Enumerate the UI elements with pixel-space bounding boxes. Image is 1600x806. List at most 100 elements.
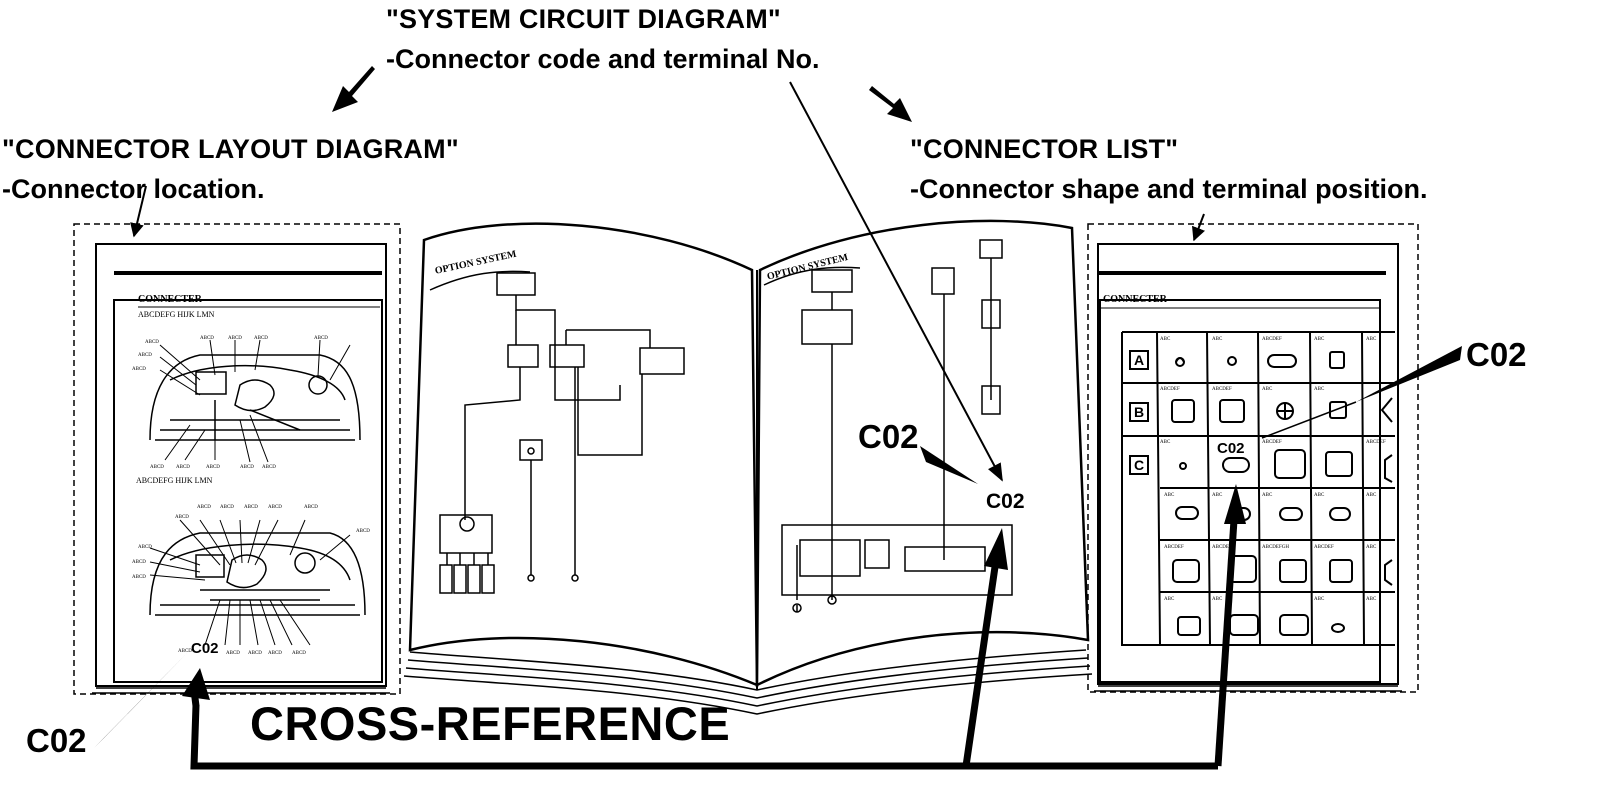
arrow-to-list <box>869 86 912 122</box>
cross-reference-arrow-circuit <box>962 559 1000 767</box>
svg-text:ABCD: ABCD <box>292 651 306 656</box>
layout-pointer-arrow <box>130 185 147 238</box>
circuit-pointer-line <box>789 81 1003 482</box>
svg-text:ABCD: ABCD <box>220 505 234 510</box>
tiny-labels-left: ABCD ABCD ABCD ABCD ABCD ABCD ABCD ABCD ABCD AB… <box>132 336 370 656</box>
svg-text:ABC: ABC <box>1164 493 1175 498</box>
svg-text:ABCDEF: ABCDEF <box>1366 440 1386 445</box>
svg-text:ABCD: ABCD <box>132 367 146 372</box>
svg-text:ABCD: ABCD <box>226 651 240 656</box>
svg-text:ABC: ABC <box>1212 597 1223 602</box>
svg-text:ABC: ABC <box>1160 337 1171 342</box>
c02-label-layout-small: C02 <box>191 640 219 657</box>
svg-text:ABCD: ABCD <box>176 465 190 470</box>
connector-layout-desc: -Connector location. <box>2 174 265 204</box>
callout-lines-upper <box>159 339 351 463</box>
cross-reference-bracket <box>190 704 1218 770</box>
arrowhead-circuit <box>984 528 1008 570</box>
list-row-label-b: B <box>1129 402 1149 422</box>
svg-text:ABCD: ABCD <box>138 353 152 358</box>
list-row-label-c: C <box>1129 455 1149 475</box>
svg-text:ABC: ABC <box>1366 597 1377 602</box>
connector-layout-title: "CONNECTOR LAYOUT DIAGRAM" <box>2 134 459 164</box>
svg-text:ABC: ABC <box>1314 337 1325 342</box>
open-book <box>403 219 1093 715</box>
system-circuit-desc: -Connector code and terminal No. <box>386 44 820 74</box>
svg-text:ABCD: ABCD <box>178 649 192 654</box>
svg-text:ABCDEF: ABCDEF <box>1212 387 1232 392</box>
c02-label-circuit: C02 <box>858 418 919 455</box>
arrowhead-list <box>1224 484 1246 524</box>
svg-text:ABCD: ABCD <box>268 505 282 510</box>
c02-label-layout: C02 <box>26 722 87 759</box>
svg-text:ABCDEF: ABCDEF <box>1164 545 1184 550</box>
svg-text:ABCD: ABCD <box>240 465 254 470</box>
layout-page-sub1: ABCDEFG HIJK LMN <box>138 310 215 319</box>
svg-text:ABCDEF: ABCDEF <box>1314 545 1334 550</box>
connector-shapes <box>1171 351 1393 636</box>
svg-text:ABC: ABC <box>1366 337 1377 342</box>
cross-reference-label: CROSS-REFERENCE <box>250 697 731 750</box>
svg-text:ABCD: ABCD <box>304 505 318 510</box>
connector-list-title: "CONNECTOR LIST" <box>910 134 1179 164</box>
engine-bay-illustration-lower <box>149 532 366 616</box>
svg-text:ABCD: ABCD <box>228 336 242 341</box>
svg-text:ABC: ABC <box>1160 440 1171 445</box>
svg-text:ABC: ABC <box>1366 493 1377 498</box>
svg-text:ABCD: ABCD <box>244 505 258 510</box>
svg-text:ABCD: ABCD <box>200 336 214 341</box>
svg-text:ABC: ABC <box>1314 493 1325 498</box>
svg-text:ABCD: ABCD <box>138 545 152 550</box>
svg-text:ABCDEFGH: ABCDEFGH <box>1262 545 1289 550</box>
svg-text:ABCD: ABCD <box>262 465 276 470</box>
svg-text:ABCD: ABCD <box>206 465 220 470</box>
svg-text:ABC: ABC <box>1366 545 1377 550</box>
svg-text:ABCD: ABCD <box>356 529 370 534</box>
c02-label-list: C02 <box>1466 336 1527 373</box>
list-row-label-a: A <box>1129 350 1149 370</box>
callout-lines-lower <box>149 519 351 646</box>
arrowhead-layout <box>182 668 210 700</box>
cross-reference-arrow-list <box>1214 519 1238 767</box>
engine-bay-illustration-upper <box>149 354 361 441</box>
svg-text:ABCDEF: ABCDEF <box>1262 440 1282 445</box>
svg-text:ABC: ABC <box>1262 387 1273 392</box>
svg-text:ABC: ABC <box>1314 597 1325 602</box>
svg-text:ABCDEF: ABCDEF <box>1262 337 1282 342</box>
svg-text:ABCD: ABCD <box>314 336 328 341</box>
c02-label-list-small: C02 <box>1217 440 1245 457</box>
arrow-to-layout <box>332 66 375 112</box>
svg-text:ABCD: ABCD <box>248 651 262 656</box>
c02-label-circuit-small: C02 <box>986 490 1025 513</box>
svg-text:ABC: ABC <box>1262 493 1273 498</box>
layout-page-header: CONNECTER <box>138 294 202 305</box>
svg-text:ABCD: ABCD <box>132 560 146 565</box>
tiny-labels-right: ABC ABC ABCDEF ABC ABC ABCDEF ABCDEF ABC ABC AB… <box>1160 337 1386 602</box>
c02-wedge-layout <box>94 652 188 748</box>
c02-leader-list <box>1261 401 1357 439</box>
c02-wedge-list <box>1356 346 1462 402</box>
svg-text:ABCD: ABCD <box>268 651 282 656</box>
connector-grid <box>1121 331 1395 646</box>
svg-text:ABC: ABC <box>1212 493 1223 498</box>
connector-list-desc: -Connector shape and terminal position. <box>910 174 1428 204</box>
svg-text:ABC: ABC <box>1164 597 1175 602</box>
c02-wedge-circuit <box>920 446 978 484</box>
svg-text:ABC: ABC <box>1314 387 1325 392</box>
layout-page-sub2: ABCDEFG HIJK LMN <box>136 476 213 485</box>
layout-panel: ABCD ABCD ABCD ABCD ABCD ABCD ABCD ABCD ABCD AB… <box>73 223 401 695</box>
list-pointer-arrow <box>1191 213 1206 242</box>
svg-text:ABCDEF: ABCDEF <box>1212 545 1232 550</box>
svg-text:ABCD: ABCD <box>145 340 159 345</box>
svg-text:ABCD: ABCD <box>150 465 164 470</box>
svg-text:ABC: ABC <box>1212 337 1223 342</box>
list-page-header: CONNECTER <box>1103 294 1167 305</box>
svg-text:ABCDEF: ABCDEF <box>1160 387 1180 392</box>
svg-text:ABCD: ABCD <box>132 575 146 580</box>
system-circuit-title: "SYSTEM CIRCUIT DIAGRAM" <box>386 4 781 34</box>
svg-text:ABCD: ABCD <box>254 336 268 341</box>
svg-text:ABCD: ABCD <box>197 505 211 510</box>
svg-text:ABCD: ABCD <box>175 515 189 520</box>
